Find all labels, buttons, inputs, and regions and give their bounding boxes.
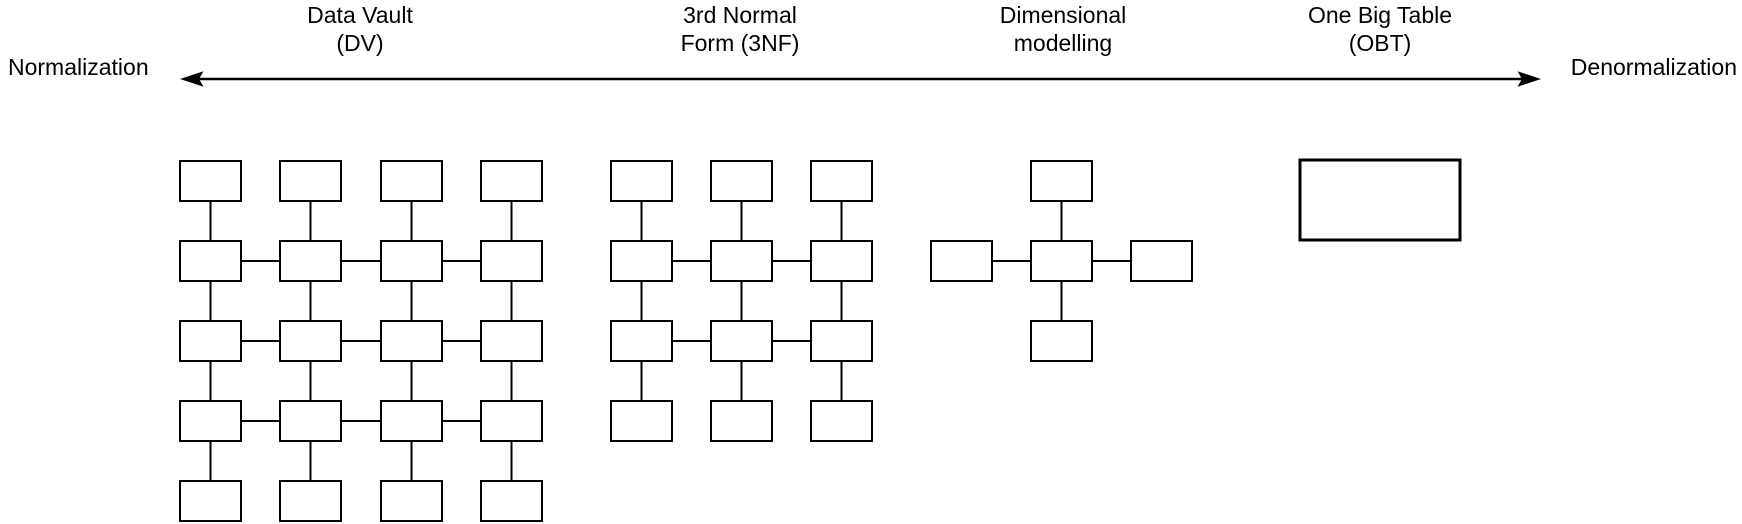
denormalization-label: Denormalization	[1570, 54, 1737, 80]
schema-table-box	[810, 160, 873, 202]
schema-table-box	[480, 480, 543, 522]
label-3nf-line2: Form (3NF)	[680, 30, 800, 56]
schema-table-box	[810, 240, 873, 282]
axis-arrowhead-left-icon	[180, 71, 204, 87]
normalization-axis-arrow	[180, 71, 1541, 87]
label-data-vault: Data Vault (DV)	[307, 1, 413, 57]
schema-table-box	[480, 240, 543, 282]
schema-table-box	[380, 160, 443, 202]
schema-table-box	[179, 240, 242, 282]
schema-table-box	[480, 320, 543, 362]
schema-table-box	[279, 480, 342, 522]
schema-table-box	[610, 400, 673, 442]
third-normal-form-schema	[610, 160, 873, 442]
label-dimensional-line1: Dimensional	[999, 2, 1127, 28]
schema-table-box	[810, 320, 873, 362]
schema-table-box	[279, 400, 342, 442]
schema-table-box	[1030, 320, 1093, 362]
schema-table-box	[810, 400, 873, 442]
schema-table-box	[179, 160, 242, 202]
schema-table-box	[380, 240, 443, 282]
schema-table-box	[610, 320, 673, 362]
label-3nf: 3rd Normal Form (3NF)	[681, 1, 800, 57]
schema-table-box	[380, 320, 443, 362]
data-vault-schema	[179, 160, 543, 522]
schema-table-box	[279, 160, 342, 202]
label-obt: One Big Table (OBT)	[1308, 1, 1452, 57]
label-obt-line2: (OBT)	[1348, 30, 1412, 56]
schema-table-box	[610, 160, 673, 202]
schema-table-box	[179, 400, 242, 442]
label-obt-line1: One Big Table	[1307, 2, 1453, 28]
schema-table-box	[1298, 158, 1462, 242]
schema-table-box	[279, 320, 342, 362]
label-data-vault-line1: Data Vault	[307, 2, 413, 28]
schema-table-box	[710, 160, 773, 202]
label-data-vault-line2: (DV)	[336, 30, 384, 56]
schema-table-box	[710, 400, 773, 442]
schema-table-box	[930, 240, 993, 282]
label-dimensional-line2: modelling	[1013, 30, 1113, 56]
schema-table-box	[610, 240, 673, 282]
schema-table-box	[380, 480, 443, 522]
axis-arrowhead-right-icon	[1517, 71, 1541, 87]
schema-table-box	[1030, 240, 1093, 282]
schema-table-box	[1030, 160, 1093, 202]
schema-table-box	[480, 160, 543, 202]
schema-table-box	[710, 320, 773, 362]
one-big-table-schema	[1298, 158, 1462, 242]
schema-table-box	[380, 400, 443, 442]
label-3nf-line1: 3rd Normal	[683, 2, 797, 28]
schema-table-box	[179, 480, 242, 522]
normalization-label: Normalization	[8, 54, 149, 80]
dimensional-star-schema	[930, 160, 1193, 362]
schema-table-box	[480, 400, 543, 442]
label-dimensional: Dimensional modelling	[1000, 1, 1127, 57]
schema-table-box	[710, 240, 773, 282]
schema-table-box	[179, 320, 242, 362]
schema-table-box	[279, 240, 342, 282]
schema-table-box	[1130, 240, 1193, 282]
